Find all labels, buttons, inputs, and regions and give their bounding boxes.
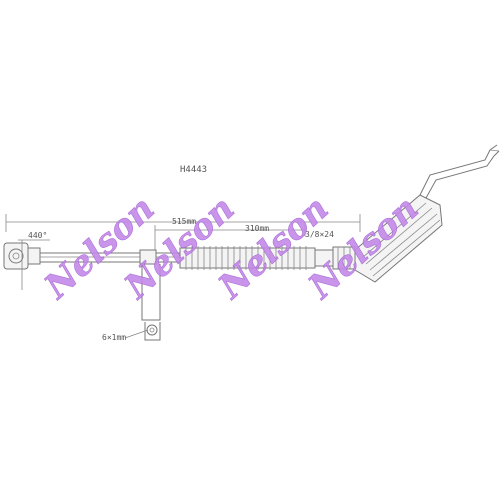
thread-label: 3/8×24 <box>305 230 334 239</box>
bracket-label: 6×1mm <box>102 333 126 342</box>
right-bracket-pipe <box>354 144 500 283</box>
section-length-label: 310mm <box>245 224 269 233</box>
right-crimp-fitting <box>314 246 356 270</box>
hose-body <box>40 252 180 263</box>
total-length-label: 515mm <box>172 217 196 226</box>
left-banjo-fitting <box>3 240 41 290</box>
dimension-total-length: 515mm <box>5 214 361 232</box>
dimension-angle: 440° <box>18 231 50 241</box>
angle-label: 440° <box>28 231 47 240</box>
dimension-bracket: 6×1mm <box>102 329 149 342</box>
part-number: H4443 <box>180 165 207 175</box>
spring-guard <box>179 246 316 270</box>
